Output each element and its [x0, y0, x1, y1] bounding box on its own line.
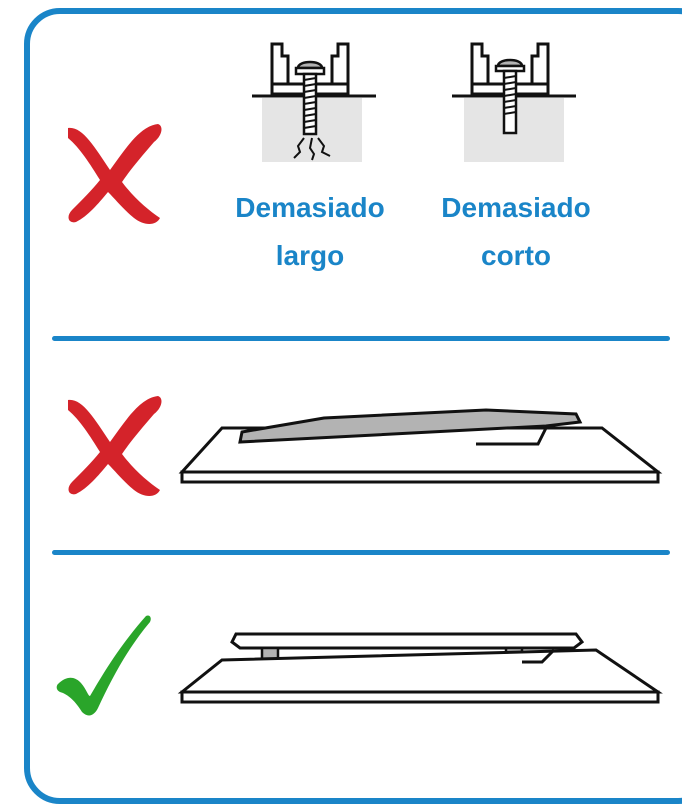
divider-2 [52, 550, 670, 555]
level-plate [230, 632, 585, 650]
wrong-mark-2 [68, 396, 162, 496]
right-mark [56, 615, 151, 716]
check-icon [56, 615, 151, 716]
caption-too-long: Demasiado largo [210, 184, 410, 280]
caption-too-long-line2: largo [275, 240, 345, 271]
divider-1 [52, 336, 670, 341]
crack-lines [293, 137, 331, 161]
bracket [470, 42, 490, 86]
caption-too-long-line1: Demasiado [235, 192, 385, 223]
bracket [270, 42, 290, 86]
screw-too-short [452, 42, 576, 162]
bracket-misaligned-diagram [178, 408, 663, 484]
cross-icon [68, 124, 162, 224]
base-plate [177, 648, 663, 694]
wrong-mark-1 [68, 124, 162, 224]
screw-too-long [252, 42, 376, 162]
tilted-plate [238, 408, 583, 444]
bracket-correct-diagram [177, 632, 663, 704]
caption-too-short-line2: corto [481, 240, 551, 271]
caption-too-short: Demasiado corto [416, 184, 616, 280]
cross-icon [68, 396, 162, 496]
caption-too-short-line1: Demasiado [441, 192, 591, 223]
